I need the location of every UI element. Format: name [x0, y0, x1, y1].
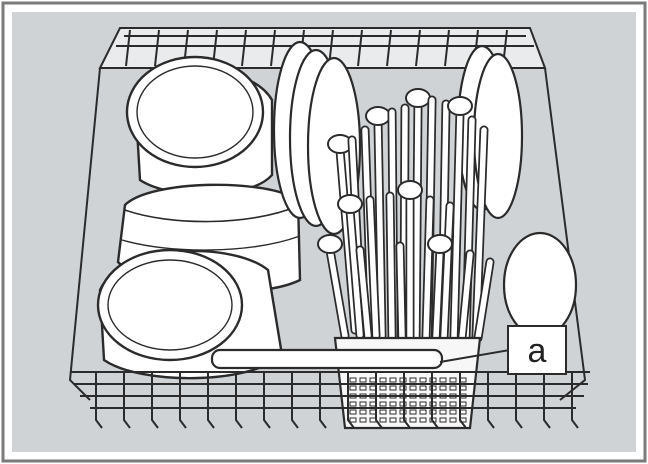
rack-tine: [515, 372, 523, 429]
basket-slot: [439, 401, 447, 407]
rack-tine: [571, 372, 579, 429]
basket-slot: [389, 385, 397, 391]
rack-tine: [347, 372, 355, 429]
basket-handle: [210, 348, 444, 370]
basket-slot: [409, 417, 417, 423]
rack-tine: [95, 372, 103, 429]
basket-slot: [449, 377, 457, 383]
rack-tine: [123, 372, 131, 429]
callout-a: a: [439, 325, 567, 375]
cutlery-piece: [473, 257, 495, 343]
basket-slot: [359, 409, 367, 415]
rack-tine: [543, 372, 551, 429]
cutlery-piece: [355, 245, 373, 341]
basket-slot: [439, 385, 447, 391]
rack-wire: [154, 29, 160, 67]
rack-tine: [375, 372, 383, 429]
basket-slot: [379, 401, 387, 407]
rack-right-wall: [544, 67, 587, 401]
basket-slot: [349, 401, 357, 407]
cutlery-piece: [385, 191, 397, 342]
basket-slot: [409, 401, 417, 407]
basket-slot: [439, 417, 447, 423]
callout-box: [507, 325, 567, 375]
basket-slot: [409, 377, 417, 383]
bowl-3: [96, 248, 284, 380]
rack-tine: [179, 372, 187, 429]
rack-wire: [444, 29, 450, 67]
cutlery-piece: [421, 195, 435, 342]
rack-wire: [270, 29, 276, 67]
basket-slot: [389, 409, 397, 415]
rack-wire: [415, 29, 421, 67]
cutlery-piece: [457, 249, 475, 343]
basket-slot: [449, 409, 457, 415]
basket-slot: [419, 401, 427, 407]
rack-tine: [291, 372, 299, 429]
basket-slot: [419, 385, 427, 391]
rack-wire: [125, 29, 131, 67]
basket-slot: [439, 409, 447, 415]
basket-slot: [349, 377, 357, 383]
cutlery-set: [317, 88, 495, 343]
cutlery-piece: [397, 180, 423, 342]
rack-tine: [459, 372, 467, 429]
rack-wire: [357, 29, 363, 67]
basket-slot: [359, 417, 367, 423]
basket-slot: [419, 377, 427, 383]
rack-front-wires: [70, 371, 590, 429]
cutlery-piece: [365, 106, 391, 341]
basket-slot: [379, 377, 387, 383]
callout-label: a: [528, 332, 547, 370]
basket-slot: [349, 409, 357, 415]
basket-slot: [449, 385, 457, 391]
basket-slot: [449, 417, 457, 423]
basket-slot: [389, 401, 397, 407]
plate-6: [502, 231, 578, 339]
cutlery-piece: [395, 241, 407, 342]
cutlery-piece: [447, 96, 473, 343]
basket-slot: [349, 417, 357, 423]
basket-slot: [389, 377, 397, 383]
basket-slot: [409, 409, 417, 415]
basket-slot: [359, 401, 367, 407]
basket-slot: [379, 417, 387, 423]
rack-wire: [386, 29, 392, 67]
rack-left-wall: [68, 67, 101, 401]
cutlery-piece: [365, 195, 381, 341]
rack-wire: [241, 29, 247, 67]
basket-slot: [359, 385, 367, 391]
basket-slot: [409, 385, 417, 391]
basket-slot: [349, 385, 357, 391]
cutlery-piece: [471, 125, 489, 343]
rack-tine: [319, 372, 327, 429]
basket-slot: [379, 385, 387, 391]
basket-slot: [389, 417, 397, 423]
basket-slot: [419, 417, 427, 423]
basket-slot: [439, 377, 447, 383]
callout-leader: [439, 349, 511, 363]
rack-tine: [207, 372, 215, 429]
rack-tine: [403, 372, 411, 429]
rack-tine: [263, 372, 271, 429]
cutlery-piece: [405, 88, 431, 343]
basket-slot: [379, 409, 387, 415]
cutlery-piece: [317, 234, 350, 341]
rack-tine: [151, 372, 159, 429]
rack-tine: [487, 372, 495, 429]
cutlery-piece: [439, 201, 455, 342]
basket-slot: [419, 409, 427, 415]
basket-slot: [359, 377, 367, 383]
cutlery-piece: [337, 194, 365, 340]
rack-tine: [235, 372, 243, 429]
rack-tine: [431, 372, 439, 429]
cutlery-piece: [427, 234, 453, 342]
basket-slot: [449, 401, 457, 407]
